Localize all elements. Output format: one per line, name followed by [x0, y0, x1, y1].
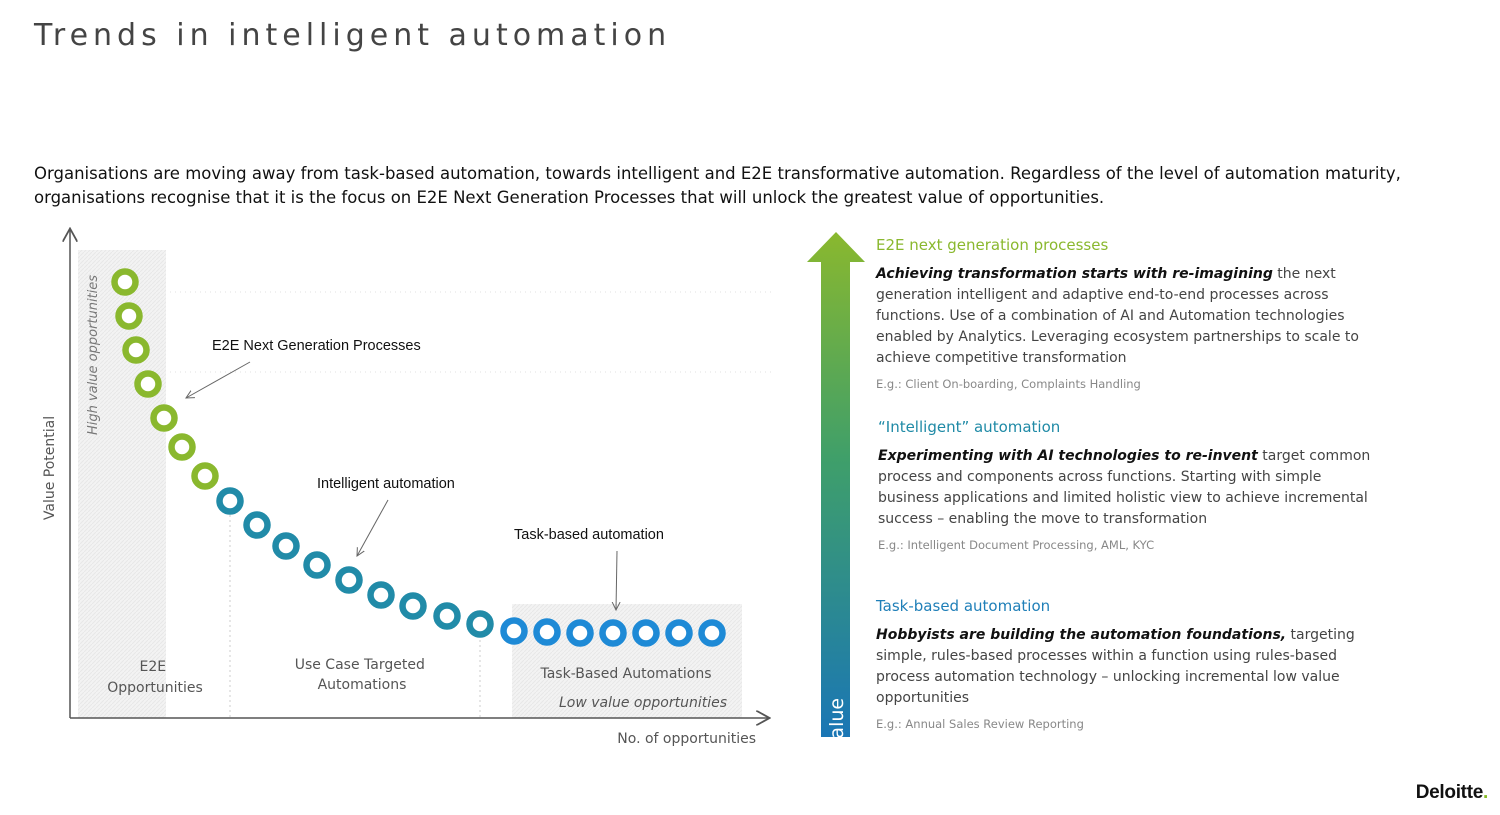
section-task: Task-based automation Hobbyists are buil… — [876, 597, 1366, 731]
x-axis-label: No. of opportunities — [617, 731, 756, 747]
section-intelligent: “Intelligent” automation Experimenting w… — [878, 418, 1378, 552]
high-value-label: High value opportunities — [86, 275, 101, 435]
section-body: Achieving transformation starts with re-… — [876, 266, 1359, 366]
y-axis-label: Value Potential — [42, 416, 58, 520]
callout-task-arrow — [616, 550, 617, 610]
section-heading: Task-based automation — [876, 597, 1051, 615]
curve-dot — [168, 433, 196, 461]
intro-paragraph: Organisations are moving away from task-… — [34, 164, 1401, 207]
curve-dot — [191, 462, 219, 490]
curve-dot — [500, 617, 528, 645]
curve-dot — [115, 302, 143, 330]
deloitte-logo: Deloitte. — [1415, 782, 1489, 803]
callout-intelligent-arrow — [357, 499, 389, 556]
value-arrow: Value — [807, 232, 865, 740]
value-arrow-label: Value — [826, 698, 848, 740]
section-example: E.g.: Intelligent Document Processing, A… — [878, 538, 1155, 552]
page-title: Trends in intelligent automation — [34, 18, 672, 53]
callout-e2e-arrow — [186, 361, 251, 398]
curve-dot — [698, 619, 726, 647]
curve-dot — [335, 566, 363, 594]
section-e2e: E2E next generation processes Achieving … — [876, 236, 1376, 391]
section-heading: “Intelligent” automation — [878, 418, 1061, 436]
callout-e2e: E2E Next Generation Processes — [212, 338, 421, 354]
section-heading: E2E next generation processes — [876, 236, 1109, 254]
curve-dot — [433, 602, 461, 630]
curve-dot — [303, 551, 331, 579]
curve-dot — [111, 268, 139, 296]
curve-dot — [134, 370, 162, 398]
section-example: E.g.: Annual Sales Review Reporting — [876, 717, 1084, 731]
curve-dot — [566, 619, 594, 647]
curve-dot — [533, 618, 561, 646]
curve-dot — [243, 511, 271, 539]
zone-label-usecase: Use Case Targeted Automations — [295, 657, 430, 693]
curve-dot — [122, 336, 150, 364]
curve-dot — [272, 532, 300, 560]
curve-dot — [632, 619, 660, 647]
curve-dot — [466, 610, 494, 638]
callout-intelligent: Intelligent automation — [317, 476, 455, 492]
zone-label-task: Task-Based Automations — [539, 666, 711, 682]
curve-dot — [150, 404, 178, 432]
curve-dot — [399, 592, 427, 620]
curve-dot — [367, 581, 395, 609]
zone-label-e2e: E2E Opportunities — [107, 659, 203, 696]
curve-dot — [599, 619, 627, 647]
automation-diagram: Value Potential No. of opportunities Hig… — [42, 215, 772, 747]
curve-dot — [665, 619, 693, 647]
section-body: Hobbyists are building the automation fo… — [876, 627, 1355, 706]
low-value-label: Low value opportunities — [559, 695, 727, 711]
curve-dot — [216, 487, 244, 515]
e2e-zone-shade — [78, 250, 166, 718]
callout-task: Task-based automation — [514, 527, 664, 543]
section-example: E.g.: Client On-boarding, Complaints Han… — [876, 377, 1141, 391]
section-body: Experimenting with AI technologies to re… — [878, 448, 1371, 527]
